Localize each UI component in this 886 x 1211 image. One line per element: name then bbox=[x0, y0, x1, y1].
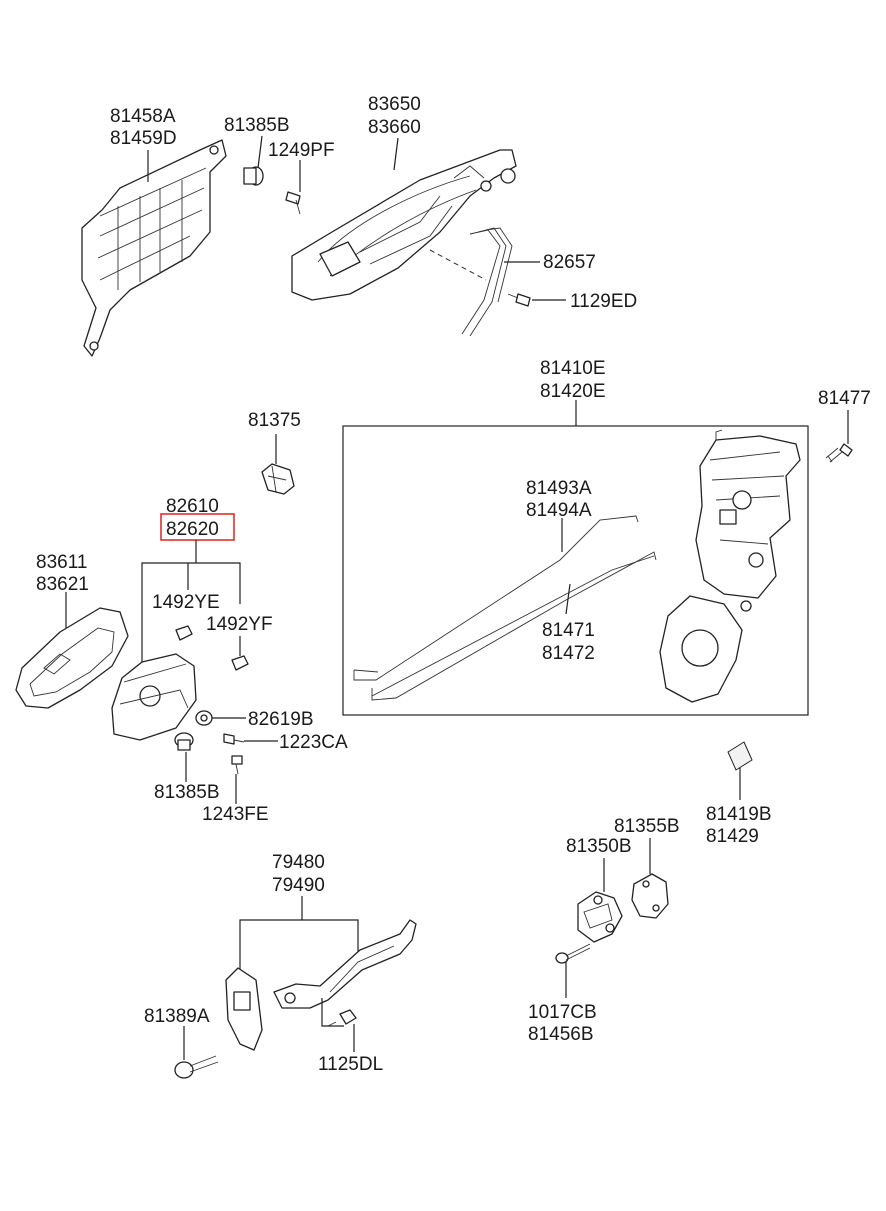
screw-1243FE[interactable] bbox=[231, 755, 243, 775]
washer-82619B[interactable] bbox=[195, 710, 213, 726]
label-81493A: 81493A bbox=[526, 478, 592, 499]
screw-1249PF[interactable] bbox=[285, 191, 301, 215]
bolt-81385B-top[interactable] bbox=[243, 166, 264, 186]
screw-1492YE[interactable] bbox=[175, 625, 193, 641]
label-83621: 83621 bbox=[36, 574, 89, 595]
label-81389A: 81389A bbox=[144, 1006, 210, 1027]
door-checker-part[interactable] bbox=[225, 919, 417, 1051]
label-79490: 79490 bbox=[272, 875, 325, 896]
clip-81375[interactable] bbox=[261, 463, 295, 495]
rod-81493A[interactable] bbox=[353, 515, 639, 681]
screw-1492YF[interactable] bbox=[231, 655, 249, 671]
label-81410E: 81410E bbox=[540, 358, 606, 379]
label-81429: 81429 bbox=[706, 826, 759, 847]
striker-81350B[interactable] bbox=[577, 891, 623, 943]
label-82610: 82610 bbox=[166, 496, 219, 517]
label-83650: 83650 bbox=[368, 94, 421, 115]
highlight-box-82620 bbox=[160, 513, 235, 541]
screw-1223CA[interactable] bbox=[223, 733, 245, 745]
label-1223CA: 1223CA bbox=[279, 732, 348, 753]
bolt-1125DL[interactable] bbox=[327, 1009, 357, 1027]
label-81459D: 81459D bbox=[110, 128, 177, 149]
leader-83650 bbox=[393, 137, 399, 171]
label-1017CB: 1017CB bbox=[528, 1002, 597, 1023]
rod-81471[interactable] bbox=[371, 551, 657, 701]
label-82620: 82620 bbox=[166, 519, 219, 540]
leader-81471 bbox=[565, 583, 571, 615]
screw-1129ED[interactable] bbox=[507, 293, 531, 307]
screw-1017CB[interactable] bbox=[555, 943, 591, 964]
bushing-81385B-bottom[interactable] bbox=[174, 732, 194, 751]
label-82619B: 82619B bbox=[248, 709, 314, 730]
label-81385B-top: 81385B bbox=[224, 115, 290, 136]
label-81458A: 81458A bbox=[110, 106, 176, 127]
inside-handle-part[interactable] bbox=[111, 653, 197, 741]
label-1492YF: 1492YF bbox=[206, 614, 273, 635]
rod-82657[interactable] bbox=[461, 227, 513, 337]
bracket-79480 bbox=[239, 919, 359, 972]
bolt-81389A[interactable] bbox=[174, 1055, 219, 1079]
panel-bracket-part[interactable] bbox=[81, 139, 227, 357]
label-81472: 81472 bbox=[542, 643, 595, 664]
label-1243FE: 1243FE bbox=[202, 804, 269, 825]
leader-81385B-top bbox=[257, 135, 263, 169]
label-81471: 81471 bbox=[542, 620, 595, 641]
tape-81419B[interactable] bbox=[727, 741, 753, 771]
inside-handle-bezel[interactable] bbox=[15, 607, 129, 709]
label-81420E: 81420E bbox=[540, 381, 606, 402]
label-81350B: 81350B bbox=[566, 836, 632, 857]
door-latch-part[interactable] bbox=[659, 429, 801, 703]
label-1125DL: 1125DL bbox=[318, 1054, 383, 1075]
outside-handle-part[interactable] bbox=[291, 149, 517, 301]
label-83611: 83611 bbox=[36, 552, 87, 573]
label-82657: 82657 bbox=[543, 252, 596, 273]
latch-assembly-box bbox=[342, 425, 809, 716]
label-81375: 81375 bbox=[248, 410, 301, 431]
label-1129ED: 1129ED bbox=[570, 291, 637, 312]
label-81355B: 81355B bbox=[614, 816, 680, 837]
label-81456B: 81456B bbox=[528, 1024, 594, 1045]
label-81477: 81477 bbox=[818, 388, 871, 409]
label-1492YE: 1492YE bbox=[152, 592, 220, 613]
label-83660: 83660 bbox=[368, 117, 421, 138]
label-81419B: 81419B bbox=[706, 804, 772, 825]
label-81385B-bottom: 81385B bbox=[154, 782, 220, 803]
bracket-82610 bbox=[141, 562, 241, 668]
label-81494A: 81494A bbox=[526, 500, 592, 521]
label-1249PF: 1249PF bbox=[268, 140, 335, 161]
bracket-1125DL bbox=[321, 998, 344, 1027]
shim-81355B[interactable] bbox=[631, 873, 669, 919]
screw-81477[interactable] bbox=[825, 443, 853, 463]
label-79480: 79480 bbox=[272, 852, 325, 873]
